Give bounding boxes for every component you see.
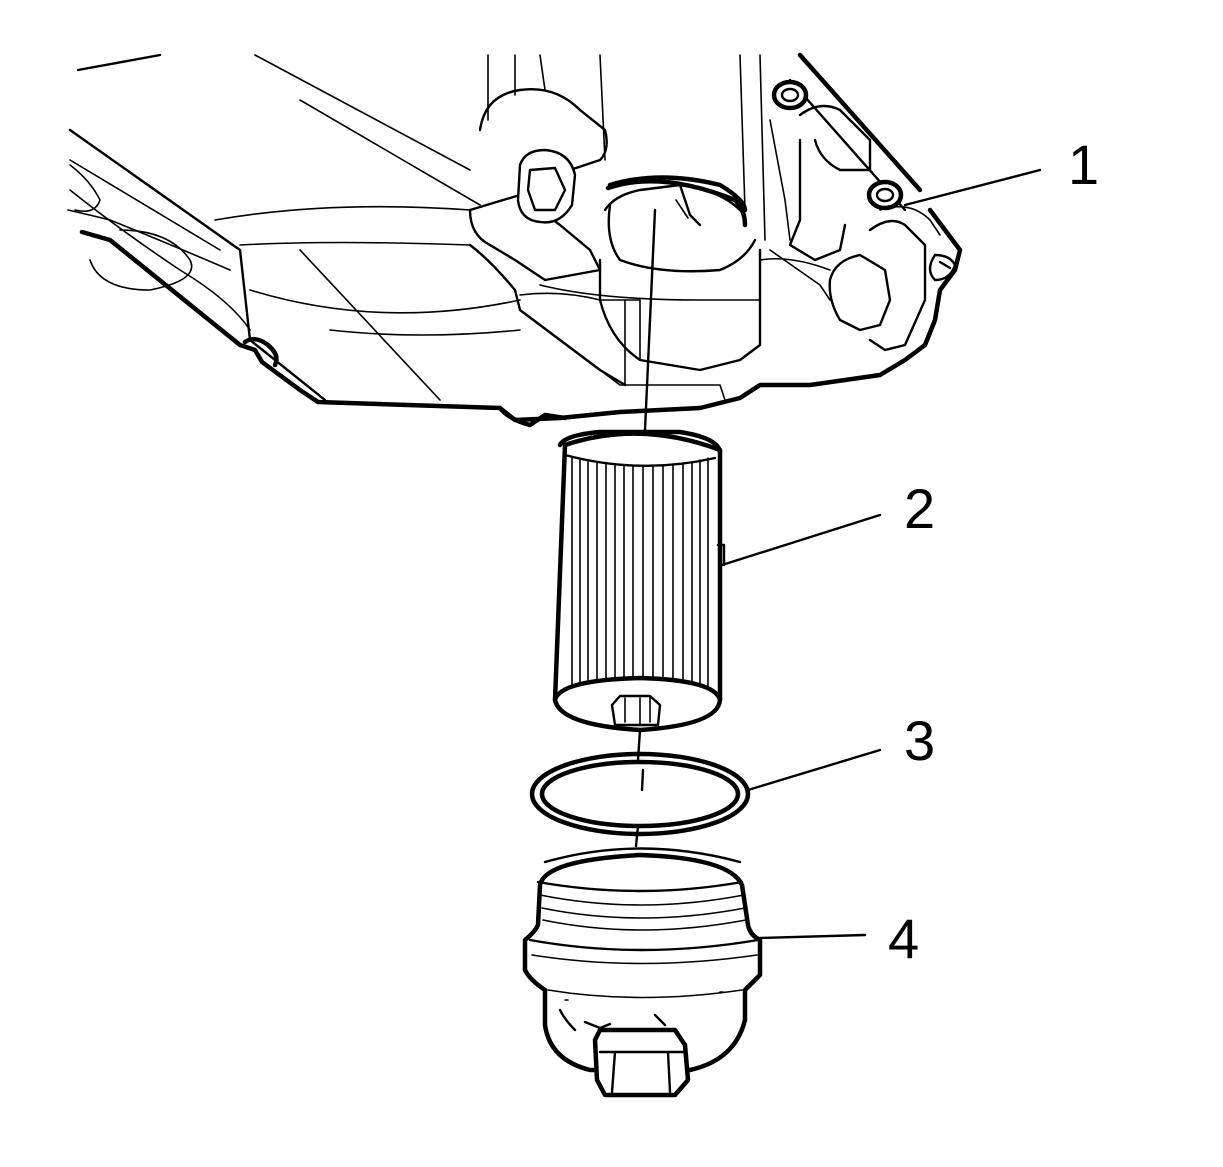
leader-line-1 — [903, 168, 1042, 207]
filter-pleats — [571, 457, 709, 701]
left-boss-bolt — [516, 148, 577, 224]
right-mounting-bolt — [771, 79, 957, 282]
callout-2: 2 — [904, 477, 935, 540]
leader-line-4 — [758, 933, 867, 940]
o-ring-seal — [529, 751, 751, 837]
callout-1: 1 — [1068, 133, 1099, 196]
callout-numbers: 1 2 3 4 — [888, 133, 1099, 970]
oil-filter-element — [552, 429, 726, 733]
upper-seal-ring — [605, 179, 748, 228]
filter-cap-hex-nut — [592, 1027, 691, 1098]
oil-pan-housing — [67, 52, 963, 428]
leader-line-3 — [746, 748, 882, 792]
leader-lines — [720, 168, 1042, 940]
callout-4: 4 — [888, 907, 919, 970]
leader-line-2 — [720, 513, 882, 567]
filter-housing-bore — [539, 175, 762, 401]
assembly-axis-line — [634, 208, 657, 848]
callout-3: 3 — [904, 709, 935, 772]
oil-filter-cap — [522, 847, 763, 1098]
